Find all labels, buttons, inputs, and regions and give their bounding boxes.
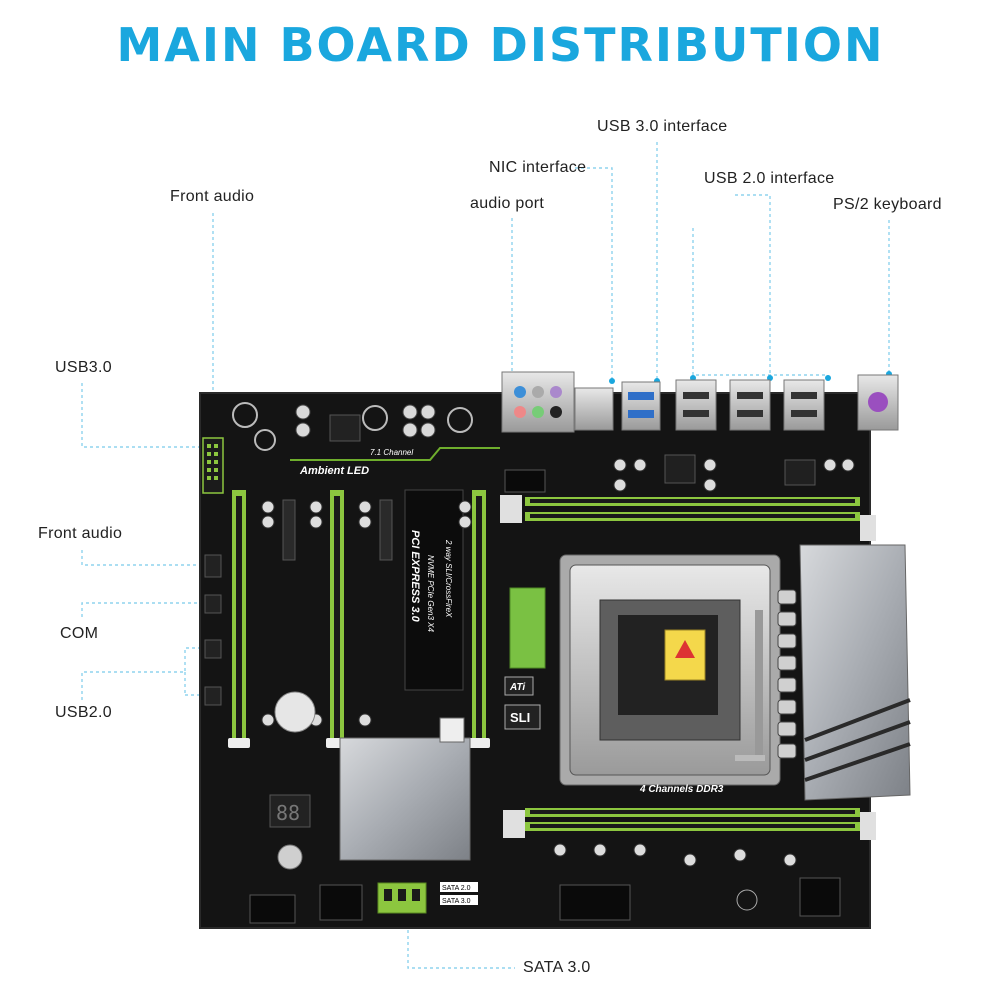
ps2-keyboard-label: PS/2 keyboard	[833, 196, 942, 213]
sli-logo: SLI	[510, 710, 530, 725]
channel-text: 7.1 Channel	[370, 448, 413, 457]
usb20-port-2	[729, 379, 771, 431]
debug-led	[269, 794, 311, 828]
pcie-slots	[232, 490, 486, 745]
ati-logo: ATi	[509, 682, 525, 693]
usb20-interface-label: USB 2.0 interface	[704, 170, 835, 187]
sata30-tag: SATA 3.0	[442, 898, 471, 905]
usb30-left-label: USB3.0	[55, 359, 112, 376]
page-title: MAIN BOARD DISTRIBUTION	[116, 18, 885, 72]
front-audio-left-label: Front audio	[38, 525, 123, 542]
sata30-label: SATA 3.0	[523, 959, 591, 976]
usb30-interface-label: USB 3.0 interface	[597, 118, 728, 135]
com-header	[204, 594, 222, 614]
nvme-text: NVME PCIe Gen3 X4	[426, 555, 435, 632]
dimm-slots-bottom	[503, 808, 876, 840]
audio-port-block	[501, 371, 575, 433]
sli-crossfire-text: 2 way SLI/CrossFireX	[444, 539, 453, 618]
nic-interface-label: NIC interface	[489, 159, 587, 176]
cmos-battery	[274, 691, 316, 733]
front-audio-top-label: Front audio	[170, 188, 255, 205]
ddr3-text: 4 Channels DDR3	[639, 784, 724, 795]
usb20-port-1	[675, 379, 717, 431]
usb20-header-2	[204, 686, 222, 706]
qr-code	[439, 717, 465, 743]
audio-port-label: audio port	[470, 195, 545, 212]
m2-slot	[404, 489, 464, 691]
chipset-heatsink	[339, 737, 471, 861]
ambient-led-text: Ambient LED	[299, 465, 369, 477]
usb20-left-label: USB2.0	[55, 704, 112, 721]
usb30-port	[621, 381, 661, 431]
svg-text:88: 88	[276, 801, 300, 825]
vrm-heatsink	[799, 544, 911, 801]
sata20-tag: SATA 2.0	[442, 885, 471, 892]
usb30-header	[202, 437, 224, 494]
rear-io-panel	[501, 371, 899, 433]
front-audio-header	[204, 554, 222, 578]
pci-express-text: PCI EXPRESS 3.0	[409, 530, 421, 623]
atx-power	[559, 884, 631, 921]
usb20-port-3	[783, 379, 825, 431]
nic-port	[574, 387, 614, 431]
usb20-header-1	[204, 639, 222, 659]
dimm-slots-top	[500, 495, 876, 541]
com-label: COM	[60, 625, 99, 642]
cpu-socket	[559, 554, 781, 786]
